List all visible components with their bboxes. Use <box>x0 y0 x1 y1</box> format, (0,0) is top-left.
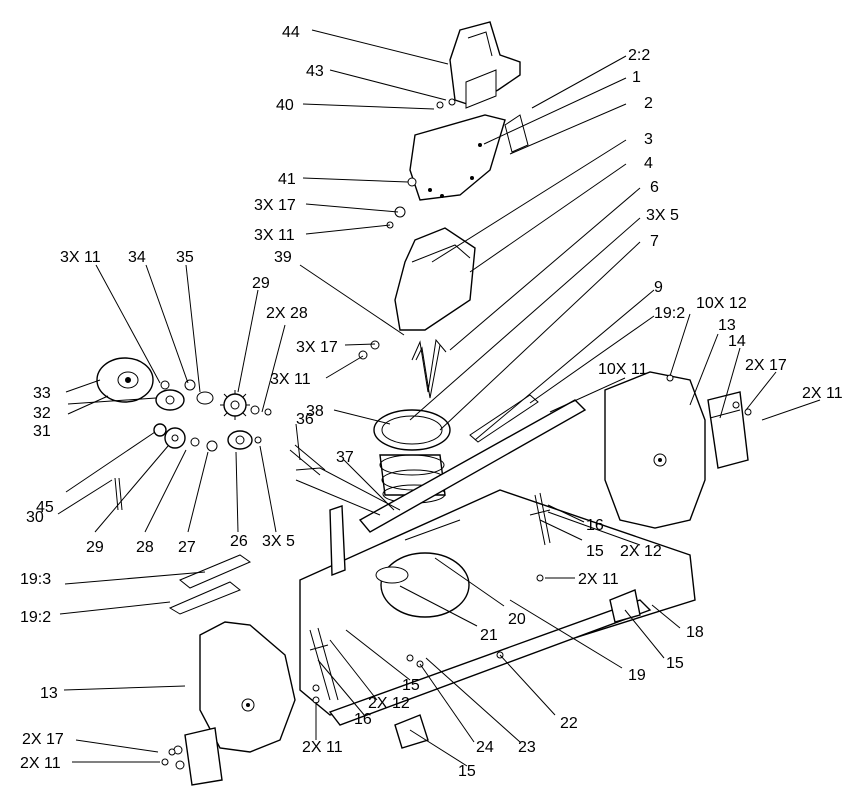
callout-7: 7 <box>650 233 659 250</box>
callout-2x17-right: 2X 17 <box>745 357 787 374</box>
callout-19: 19 <box>628 667 646 684</box>
callout-41: 41 <box>278 171 296 188</box>
callout-19-3: 19:3 <box>20 571 51 588</box>
callout-37: 37 <box>336 449 354 466</box>
callout-3x11-mid: 3X 11 <box>270 371 311 388</box>
callout-26: 26 <box>230 533 248 550</box>
callout-13-left: 13 <box>40 685 58 702</box>
callout-2x12-right: 2X 12 <box>620 543 662 560</box>
callout-2x11-left: 2X 11 <box>20 755 61 772</box>
callout-9: 9 <box>654 279 663 296</box>
right-bracket <box>707 391 749 469</box>
vertical-support-plate <box>329 505 346 577</box>
callout-24: 24 <box>476 739 494 756</box>
chute-crank <box>411 338 447 393</box>
callout-3x11-left: 3X 11 <box>60 249 101 266</box>
left-bracket <box>184 727 223 786</box>
callout-10x12: 10X 12 <box>696 295 747 312</box>
callout-45: 45 <box>36 499 54 516</box>
callout-15-center: 15 <box>402 677 420 694</box>
callout-3x5-upper: 3X 5 <box>646 207 679 224</box>
callout-20: 20 <box>508 611 526 628</box>
parts-layer <box>96 21 752 786</box>
callout-2x12-left: 2X 12 <box>368 695 410 712</box>
scraper-bar <box>328 599 652 726</box>
shim-19-2-lower <box>168 581 241 615</box>
callout-29-lower: 29 <box>86 539 104 556</box>
callout-3: 3 <box>644 131 653 148</box>
callout-36: 36 <box>296 411 314 428</box>
callout-2x11-lower: 2X 11 <box>302 739 343 756</box>
callout-31: 31 <box>33 423 51 440</box>
sprocket-upper <box>220 390 250 420</box>
callout-3x17-upper: 3X 17 <box>254 197 296 214</box>
chute-upper-plate <box>409 114 506 201</box>
callout-15-right: 15 <box>586 543 604 560</box>
callout-23: 23 <box>518 739 536 756</box>
callout-2x11-center: 2X 11 <box>578 571 619 588</box>
callout-27: 27 <box>178 539 196 556</box>
callout-15-skid: 15 <box>666 655 684 672</box>
shim-19-3 <box>179 554 252 589</box>
chute-ring <box>373 409 451 451</box>
callout-1: 1 <box>632 69 641 86</box>
callout-38: 38 <box>306 403 324 420</box>
skid-shoe-right <box>609 589 641 623</box>
callout-21: 21 <box>480 627 498 644</box>
callout-2x28: 2X 28 <box>266 305 308 322</box>
callout-22: 22 <box>560 715 578 732</box>
callout-2-2: 2:2 <box>628 47 650 64</box>
callout-labels: 44 43 40 2:2 1 2 3 4 41 3X 17 3X 11 6 3X… <box>20 24 843 780</box>
callout-29-upper: 29 <box>252 275 270 292</box>
callout-30: 30 <box>26 509 44 526</box>
callout-19-2-lower: 19:2 <box>20 609 51 626</box>
callout-33: 33 <box>33 385 51 402</box>
small-plate-2-2 <box>504 114 529 153</box>
callout-15-bottom: 15 <box>458 763 476 780</box>
callout-2: 2 <box>644 95 653 112</box>
callout-14: 14 <box>728 333 746 350</box>
callout-2x17-left: 2X 17 <box>22 731 64 748</box>
link-left <box>309 627 339 701</box>
callout-34: 34 <box>128 249 146 266</box>
callout-32: 32 <box>33 405 51 422</box>
callout-10x11: 10X 11 <box>598 361 648 378</box>
callout-16-right: 16 <box>586 517 604 534</box>
callout-16-left: 16 <box>354 711 372 728</box>
callout-6: 6 <box>650 179 659 196</box>
callout-39: 39 <box>274 249 292 266</box>
callout-13-right: 13 <box>718 317 736 334</box>
callout-3x5-lower: 3X 5 <box>262 533 295 550</box>
side-plate-right <box>604 371 706 529</box>
sprocket-lower <box>153 423 186 449</box>
callout-2x11-right: 2X 11 <box>802 385 843 402</box>
callout-43: 43 <box>306 63 324 80</box>
drive-chain <box>114 477 123 511</box>
bearing-26 <box>227 430 253 450</box>
callout-19-2-upper: 19:2 <box>654 305 685 322</box>
callout-3x11-upper: 3X 11 <box>254 227 295 244</box>
top-support-bar <box>358 399 587 533</box>
callout-4: 4 <box>644 155 653 172</box>
leader-lines <box>57 29 821 767</box>
callout-3x17-mid: 3X 17 <box>296 339 338 356</box>
drive-shaft <box>294 444 326 471</box>
callout-28: 28 <box>136 539 154 556</box>
callout-44: 44 <box>282 24 300 41</box>
callout-18: 18 <box>686 624 704 641</box>
bearing-flange-31 <box>155 389 185 411</box>
auger-housing-back <box>299 489 696 716</box>
chute-lower <box>394 227 476 331</box>
callout-40: 40 <box>276 97 294 114</box>
callout-35: 35 <box>176 249 194 266</box>
impeller-housing <box>380 552 470 618</box>
